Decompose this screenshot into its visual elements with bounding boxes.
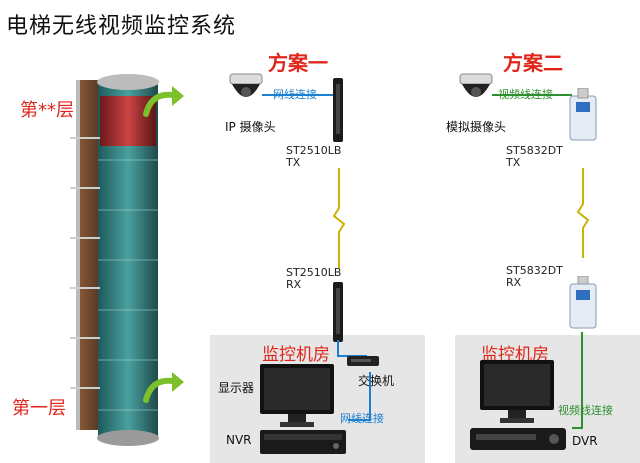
scheme2-camera-cable: [492, 94, 572, 96]
scheme1-tx-suffix: TX: [286, 156, 301, 169]
curved-arrow-icon: [143, 372, 184, 403]
scheme1-camera-link-label: 网线连接: [273, 88, 317, 101]
antenna-icon: [569, 276, 597, 329]
scheme1-camera-cable: [262, 94, 342, 96]
dome-camera-icon: [459, 73, 493, 97]
switch-icon: [347, 356, 379, 366]
antenna-icon: [569, 88, 597, 141]
scheme1-room-title: 监控机房: [262, 345, 330, 365]
scheme1-monitor-label: 显示器: [218, 381, 255, 395]
scheme1-heading: 方案一: [268, 51, 328, 75]
scheme2-camera-link-label: 视频线连接: [498, 88, 553, 101]
antenna-icon: [333, 282, 343, 342]
scheme1-camera-label: IP 摄像头: [225, 120, 276, 134]
scheme2-recorder-link-label: 视频线连接: [558, 404, 613, 417]
scheme2-tx-suffix: TX: [506, 156, 521, 169]
monitor-icon: [480, 360, 554, 423]
antenna-icon: [333, 78, 343, 142]
nvr-icon: [260, 430, 346, 454]
diagram-title: 电梯无线视频监控系统: [6, 14, 237, 39]
elevator-shaft-icon: [70, 74, 159, 446]
wireless-bolt-icon: [576, 168, 590, 258]
nvr-label: NVR: [226, 433, 252, 447]
floor-label-bottom: 第一层: [12, 398, 66, 419]
scheme2-camera-label: 模拟摄像头: [446, 120, 507, 134]
wireless-bolt-icon: [332, 168, 346, 268]
curved-arrow-icon: [143, 86, 184, 117]
scheme1-recorder-link-label: 网线连接: [340, 412, 384, 425]
floor-label-top: 第**层: [20, 100, 74, 121]
scheme1-rx-suffix: RX: [286, 278, 302, 291]
scheme1-tx-model: ST2510LB: [286, 144, 342, 157]
scheme2-heading: 方案二: [503, 51, 563, 75]
scheme1-rx-model: ST2510LB: [286, 266, 342, 279]
dvr-label: DVR: [572, 434, 598, 448]
dvr-icon: [470, 428, 566, 450]
scheme2-tx-model: ST5832DT: [506, 144, 563, 157]
scheme2-rx-model: ST5832DT: [506, 264, 563, 277]
scheme2-rx-suffix: RX: [506, 276, 522, 289]
monitor-icon: [260, 364, 334, 427]
switch-label: 交换机: [358, 374, 395, 388]
scheme2-video-cable: [572, 332, 583, 429]
dome-camera-icon: [229, 73, 263, 97]
